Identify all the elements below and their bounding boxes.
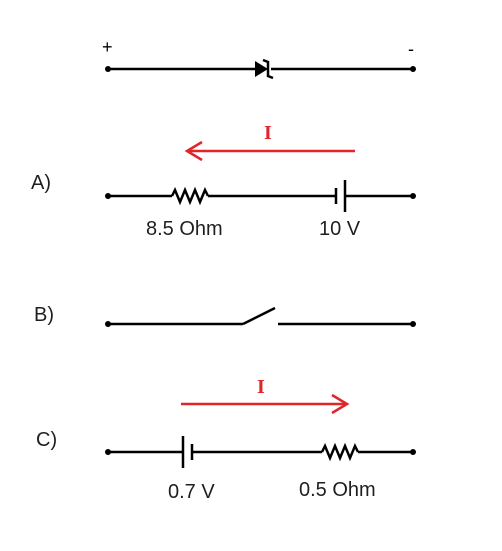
option-b-terminal-left [105, 321, 111, 327]
option-b: B) [34, 304, 416, 327]
option-c-resistor-label: 0.5 Ohm [299, 479, 376, 501]
terminal-left [105, 66, 111, 72]
option-a-battery-label: 10 V [319, 218, 361, 240]
option-a-resistor [170, 186, 210, 206]
diode-triangle [255, 61, 268, 77]
minus-sign: - [408, 39, 414, 59]
option-c-terminal-left [105, 449, 111, 455]
option-b-letter: B) [34, 304, 54, 326]
option-c-letter: C) [36, 429, 57, 451]
option-c-terminal-right [410, 449, 416, 455]
option-c-resistor [320, 442, 360, 462]
option-a-arrowhead [184, 140, 203, 162]
option-a-terminal-left [105, 193, 111, 199]
zener-diode-circuit: + - [102, 37, 416, 80]
option-c-battery-label: 0.7 V [168, 481, 215, 503]
option-a-resistor-label: 8.5 Ohm [146, 218, 223, 240]
terminal-right [410, 66, 416, 72]
option-c-arrowhead [331, 393, 350, 415]
zener-bar [262, 58, 274, 80]
option-c: C) I 0.7 V 0.5 Ohm [36, 376, 416, 503]
plus-sign: + [102, 37, 113, 57]
option-c-current-label: I [257, 376, 265, 398]
option-a-current-label: I [264, 122, 272, 144]
option-b-terminal-right [410, 321, 416, 327]
option-b-switch-blade [242, 306, 276, 326]
option-a-letter: A) [31, 172, 51, 194]
option-a-terminal-right [410, 193, 416, 199]
option-a: A) I 8.5 Ohm 10 V [31, 122, 416, 240]
